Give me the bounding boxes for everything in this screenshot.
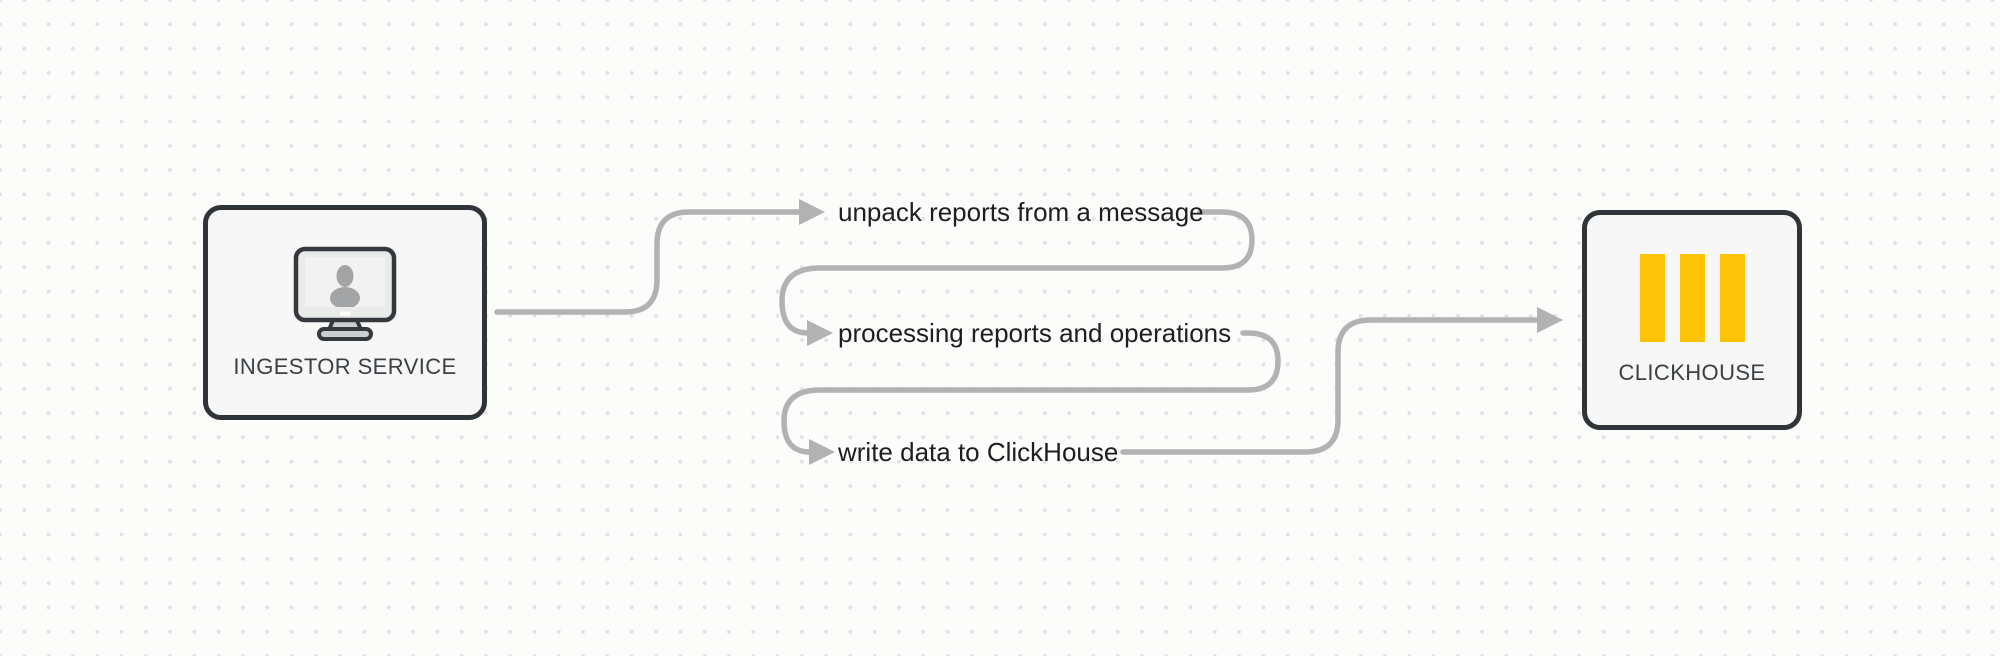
clickhouse-bar <box>1679 254 1705 342</box>
step-label-processing-reports: processing reports and operations <box>838 318 1232 348</box>
step-label-write-data: write data to ClickHouse <box>838 437 1119 467</box>
clickhouse-bar <box>1639 254 1665 342</box>
clickhouse-bar <box>1719 254 1745 342</box>
clickhouse-logo-icon <box>1639 254 1745 342</box>
connector-step-1-to-step-2 <box>779 209 1255 346</box>
connector-ingestor-to-step-1 <box>494 199 825 315</box>
monitor-button <box>339 311 351 315</box>
person-silhouette-icon <box>330 264 360 307</box>
ingestor-service-label: INGESTOR SERVICE <box>233 353 457 379</box>
node-ingestor-service: INGESTOR SERVICE <box>203 205 487 420</box>
clickhouse-label: CLICKHOUSE <box>1618 360 1766 385</box>
step-label-unpack-reports: unpack reports from a message <box>838 197 1204 227</box>
monitor-user-icon <box>293 246 397 341</box>
node-clickhouse: CLICKHOUSE <box>1582 210 1802 430</box>
monitor-stand-base <box>317 326 373 341</box>
